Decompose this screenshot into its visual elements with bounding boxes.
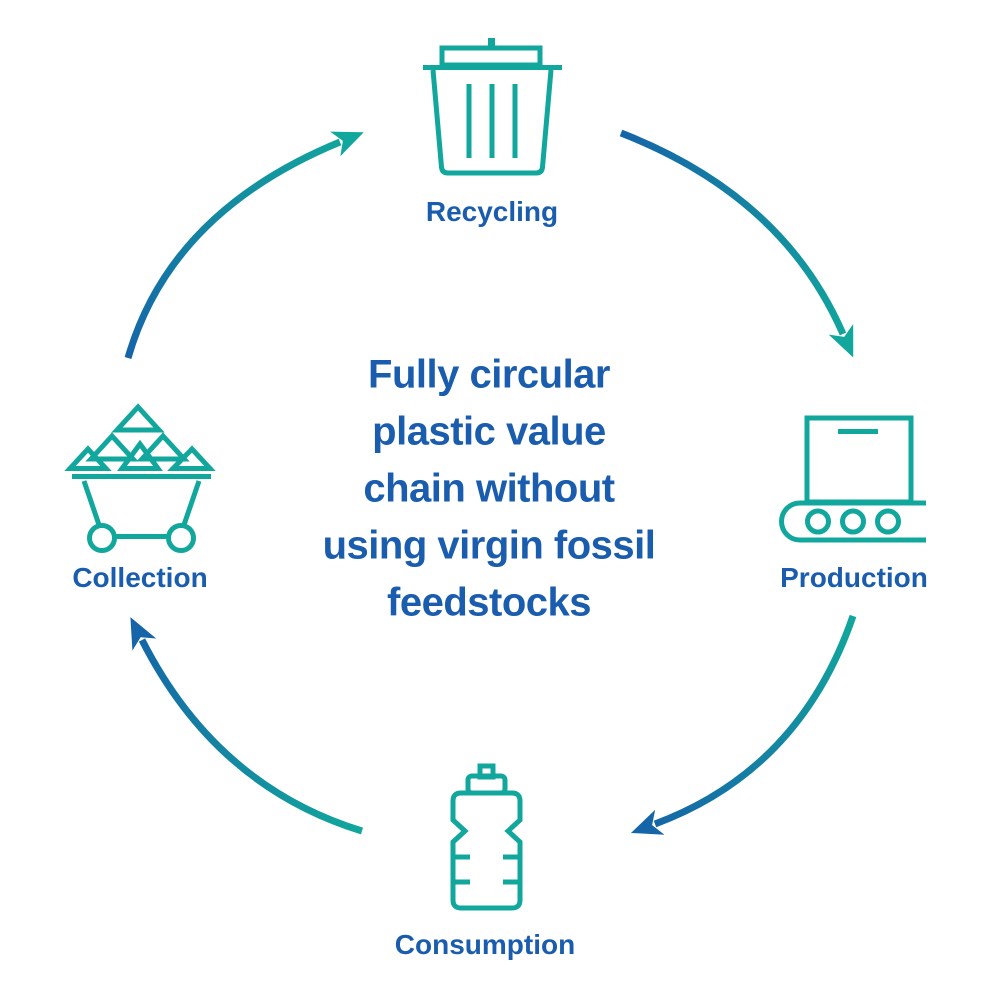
conveyor-roller [805,508,831,535]
cart-body [81,480,202,539]
center-headline: Fully circular plastic value chain witho… [323,347,656,632]
headline-line: using virgin fossil [322,523,656,568]
stage-label-collection: Collection [72,562,208,593]
sports-bottle-icon [450,763,523,911]
conveyor-belt-icon [779,415,926,543]
arrow-consumption-to-collection [130,617,364,835]
arrow-recycling-to-production [619,129,854,358]
trash-bin-icon [423,38,562,176]
cart-chunk-triangle [136,432,190,462]
cart-wheel [87,523,117,553]
arrow-production-to-consumption [630,614,857,835]
trash-body [430,69,554,176]
headline-line: feedstocks [387,580,591,625]
conveyor-belt [779,500,926,543]
headline-line: Fully circular [368,352,610,397]
bottle-body [450,790,523,911]
conveyor-roller [840,508,866,535]
mining-cart-icon [64,403,216,553]
trash-lid [439,45,543,68]
conveyor-roller [875,508,901,535]
stage-label-recycling: Recycling [425,196,559,227]
stage-label-production: Production [780,562,928,593]
cart-chunk-triangle [85,432,139,462]
cart-chunk-triangle [167,445,216,471]
cart-wheel [166,523,196,553]
cart-chunk-triangle [117,439,163,471]
cart-chunk-triangle [64,445,112,471]
arrow-collection-to-recycling [124,131,364,359]
cycle-arrows [124,129,857,835]
headline-line: chain without [363,466,615,511]
cart-chunk-triangle [111,403,165,433]
stage-label-consumption: Consumption [394,929,576,960]
headline-line: plastic value [372,409,606,454]
